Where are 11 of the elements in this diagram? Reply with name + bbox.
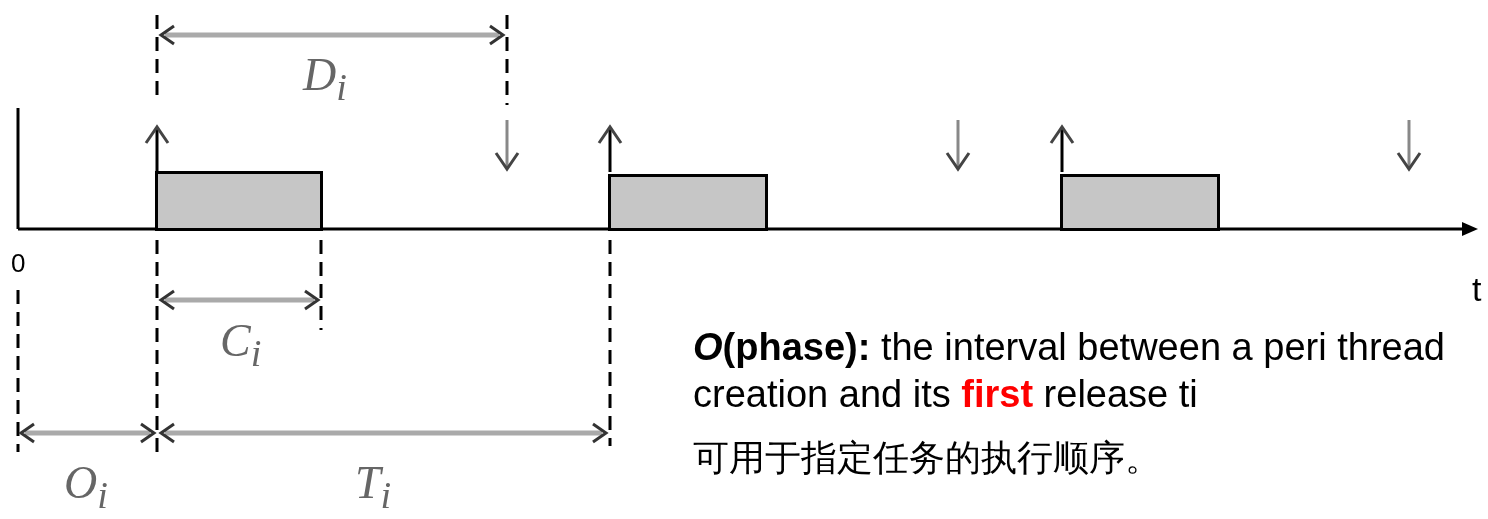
dimension-label: C$_{i}$ bbox=[220, 318, 262, 373]
axis-tick-label: 0 bbox=[11, 250, 26, 276]
execution-bar bbox=[608, 174, 768, 231]
dimension-label: T$_{i}$ bbox=[355, 460, 392, 515]
chinese-note: 可用于指定任务的执行顺序。 bbox=[693, 440, 1161, 476]
execution-bar bbox=[1060, 174, 1220, 231]
definition-text: O(phase): the interval between a peri thread creation and its first release ti bbox=[693, 325, 1446, 417]
axis-label: t bbox=[1472, 272, 1482, 306]
dimension-label: O$_{i}$ bbox=[64, 460, 108, 515]
execution-bar bbox=[155, 171, 323, 231]
dimension-label: D$_{i}$ bbox=[303, 52, 347, 107]
